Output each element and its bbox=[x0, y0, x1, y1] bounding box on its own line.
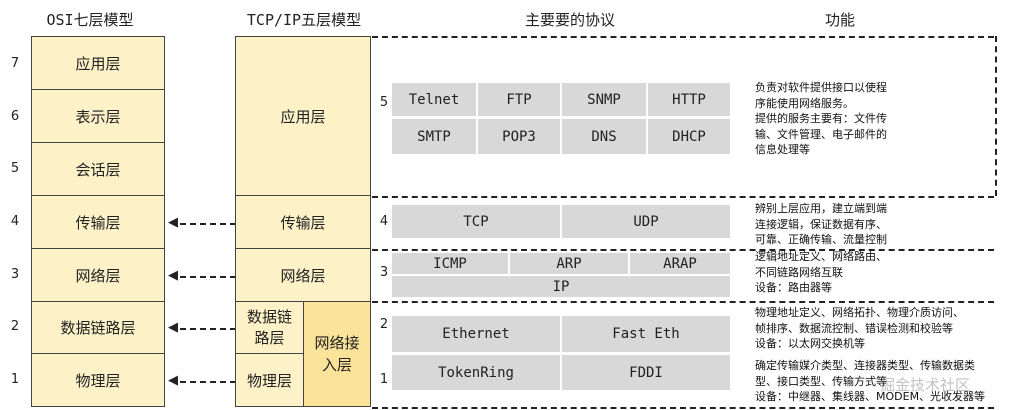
function-line: 帧排序、数据流控制、错误检测和校验等 bbox=[755, 321, 953, 335]
tcpip-transport-layer: 传输层 bbox=[235, 195, 371, 249]
tcpip-application-layer: 应用层 bbox=[235, 36, 371, 196]
function-line: 设备：路由器等 bbox=[755, 281, 832, 294]
function-line: 逻辑地址定义、网络路由、 bbox=[755, 250, 887, 263]
function-line: 设备：以太网交换机等 bbox=[755, 337, 865, 350]
protocol-ftp: FTP bbox=[478, 83, 560, 116]
osi-number-6: 6 bbox=[10, 109, 20, 124]
tcpip-datalink-layer: 数据链路层 bbox=[235, 301, 304, 354]
osi-model-header: OSI七层模型 bbox=[46, 11, 134, 29]
function-layer-2: 物理地址定义、网络拓扑、物理介质访问、 帧排序、数据流控制、错误检测和校验等 设… bbox=[755, 305, 1005, 352]
osi-network-layer: 网络层 bbox=[31, 248, 165, 302]
dashed-connector bbox=[180, 328, 236, 330]
function-layer-3: 逻辑地址定义、网络路由、 不同链路网络互联 设备：路由器等 bbox=[755, 249, 925, 296]
protocol-fddi: FDDI bbox=[562, 355, 730, 390]
osi-datalink-layer: 数据链路层 bbox=[31, 301, 165, 354]
osi-number-3: 3 bbox=[10, 267, 20, 282]
protocols-header: 主要要的协议 bbox=[524, 11, 615, 29]
protocol-http: HTTP bbox=[648, 83, 730, 116]
network-mapping-arrow: ◀ bbox=[166, 268, 236, 283]
separator-4-3 bbox=[372, 249, 994, 251]
tcpip-network-access-layer: 网络接入层 bbox=[303, 301, 371, 407]
protocol-layer-1-number: 1 bbox=[379, 372, 389, 387]
dashed-connector bbox=[180, 276, 236, 278]
protocol-fast-eth: Fast Eth bbox=[562, 316, 730, 352]
protocol-dns: DNS bbox=[562, 119, 646, 154]
tcpip-model-header: TCP/IP五层模型 bbox=[246, 11, 362, 29]
protocol-tokenring: TokenRing bbox=[392, 355, 560, 390]
function-line: 设备：中继器、集线器、MODEM、光收发器等 bbox=[755, 390, 986, 403]
arrow-left-icon: ◀ bbox=[168, 268, 178, 283]
function-line: 不同链路网络互联 bbox=[755, 265, 843, 279]
function-line: 信息处理等 bbox=[755, 143, 810, 156]
osi-number-2: 2 bbox=[10, 319, 20, 334]
osi-application-layer: 应用层 bbox=[31, 36, 165, 90]
separator-bottom bbox=[372, 407, 994, 409]
dashed-connector bbox=[180, 381, 236, 383]
protocol-ip: IP bbox=[392, 276, 730, 297]
transport-mapping-arrow: ◀ bbox=[166, 215, 236, 230]
function-layer-1: 确定传输媒介类型、连接器类型、传输数据类 型、接口类型、传输方式等 设备：中继器… bbox=[755, 358, 1010, 405]
function-line: 连接逻辑，保证数据有序、 bbox=[755, 217, 887, 231]
watermark: 掘金技术社区 bbox=[880, 376, 971, 394]
separator-top bbox=[372, 36, 994, 38]
separator-5-4 bbox=[372, 196, 994, 198]
tcpip-network-layer: 网络层 bbox=[235, 248, 371, 302]
function-layer-4: 辨别上层应用，建立端到端 连接逻辑，保证数据有序、 可靠、正确传输、流量控制 bbox=[755, 201, 925, 248]
arrow-left-icon: ◀ bbox=[168, 373, 178, 388]
protocol-telnet: Telnet bbox=[392, 83, 476, 116]
datalink-mapping-arrow: ◀ bbox=[166, 320, 236, 335]
arrow-left-icon: ◀ bbox=[168, 320, 178, 335]
separator-3-2 bbox=[372, 301, 994, 303]
osi-number-4: 4 bbox=[10, 214, 20, 229]
function-line: 可靠、正确传输、流量控制 bbox=[755, 233, 887, 246]
physical-mapping-arrow: ◀ bbox=[166, 373, 236, 388]
function-line: 物理地址定义、网络拓扑、物理介质访问、 bbox=[755, 306, 964, 319]
protocol-layer-2-number: 2 bbox=[379, 317, 389, 332]
right-border-dashed bbox=[995, 36, 997, 196]
protocol-tcp: TCP bbox=[392, 205, 560, 238]
protocol-pop3: POP3 bbox=[478, 119, 560, 154]
protocol-layer-4-number: 4 bbox=[379, 214, 389, 229]
osi-number-5: 5 bbox=[10, 161, 20, 176]
protocol-layer-3-number: 3 bbox=[379, 265, 389, 280]
function-line: 负责对软件提供接口以使程 bbox=[755, 81, 887, 94]
function-line: 确定传输媒介类型、连接器类型、传输数据类 bbox=[755, 359, 975, 372]
protocol-dhcp: DHCP bbox=[648, 119, 730, 154]
dashed-connector bbox=[180, 223, 236, 225]
protocol-layer-5-number: 5 bbox=[379, 95, 389, 110]
function-line: 辨别上层应用，建立端到端 bbox=[755, 202, 887, 215]
osi-number-1: 1 bbox=[10, 372, 20, 387]
function-line: 输、文件管理、电子邮件的 bbox=[755, 127, 887, 141]
osi-transport-layer: 传输层 bbox=[31, 195, 165, 249]
function-line: 提供的服务主要有：文件传 bbox=[755, 112, 887, 125]
protocol-snmp: SNMP bbox=[562, 83, 646, 116]
protocol-icmp: ICMP bbox=[392, 253, 508, 274]
osi-number-7: 7 bbox=[10, 56, 20, 71]
osi-physical-layer: 物理层 bbox=[31, 353, 165, 407]
osi-session-layer: 会话层 bbox=[31, 142, 165, 196]
function-line: 型、接口类型、传输方式等 bbox=[755, 374, 887, 388]
protocol-smtp: SMTP bbox=[392, 119, 476, 154]
protocol-arap: ARAP bbox=[630, 253, 730, 274]
functions-header: 功能 bbox=[824, 11, 855, 29]
tcpip-physical-layer: 物理层 bbox=[235, 353, 304, 407]
protocol-arp: ARP bbox=[510, 253, 628, 274]
protocol-ethernet: Ethernet bbox=[392, 316, 560, 352]
arrow-left-icon: ◀ bbox=[168, 215, 178, 230]
osi-presentation-layer: 表示层 bbox=[31, 89, 165, 143]
function-line: 序能使用网络服务。 bbox=[755, 96, 854, 110]
function-layer-5: 负责对软件提供接口以使程 序能使用网络服务。 提供的服务主要有：文件传 输、文件… bbox=[755, 80, 925, 158]
protocol-udp: UDP bbox=[562, 205, 730, 238]
